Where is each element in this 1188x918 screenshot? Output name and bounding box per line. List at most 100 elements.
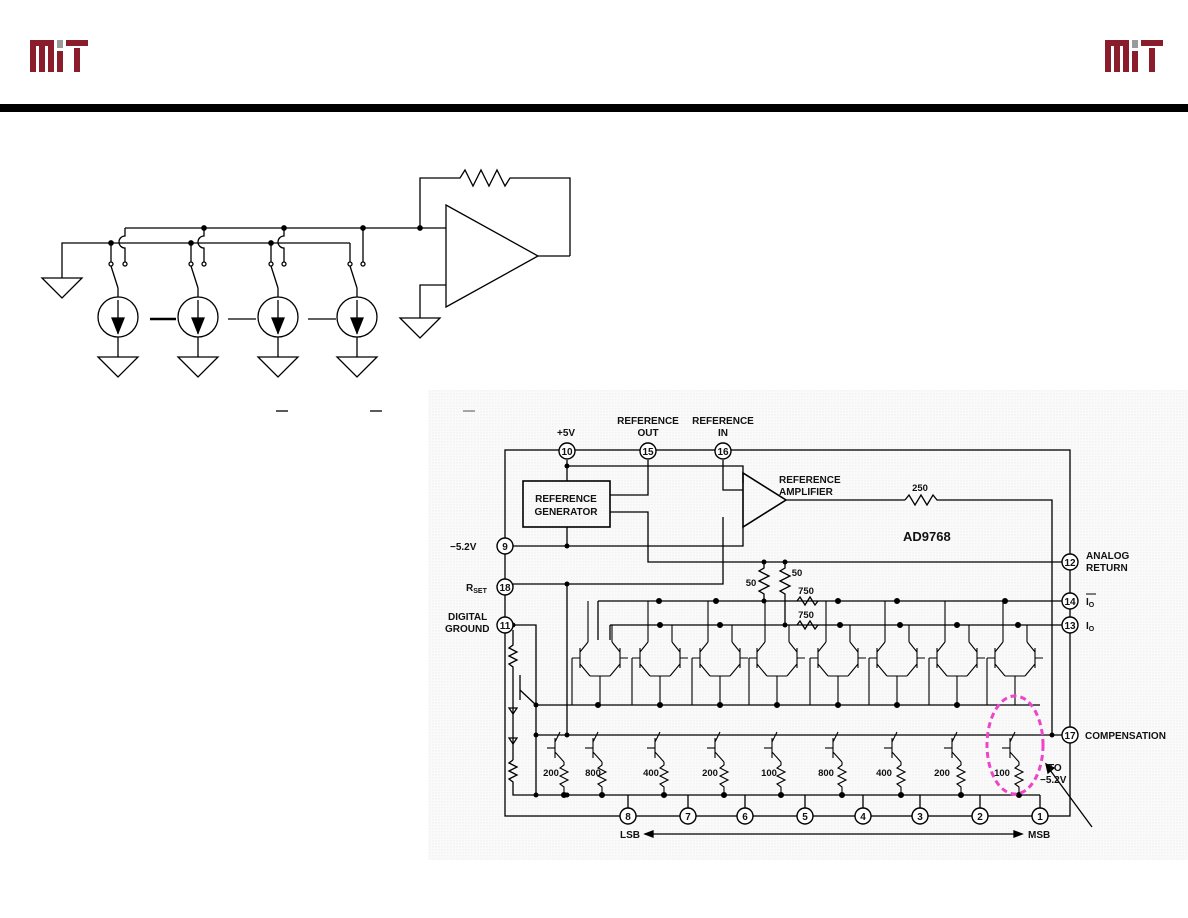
- label-io: IO: [1086, 621, 1095, 633]
- bottom-resistor-value: 800: [585, 768, 601, 779]
- current-source-6: [825, 731, 848, 795]
- bottom-resistor-value: 400: [643, 768, 659, 779]
- bottom-resistor-value: 400: [876, 768, 892, 779]
- rail-node-14: [716, 701, 724, 709]
- diff-pair-8: [986, 601, 1043, 705]
- current-source-4: [707, 731, 730, 795]
- label-ref-out-1: REFERENCE: [617, 416, 679, 427]
- res-50b: 50: [792, 568, 803, 579]
- pin-14: 14: [1064, 597, 1076, 608]
- rail-node-13: [656, 701, 664, 709]
- diff-pair-6: [868, 601, 925, 705]
- rail-node-17: [893, 701, 901, 709]
- pin-11: 11: [500, 621, 511, 632]
- header-rule: [0, 104, 1188, 112]
- current-source-6-node: [838, 791, 846, 799]
- label-ref-in-1: REFERENCE: [692, 416, 754, 427]
- res-750b: 750: [798, 610, 814, 621]
- diff-pair-4: [748, 601, 805, 705]
- current-source-4-node: [720, 791, 728, 799]
- current-source-5: [764, 731, 787, 795]
- bottom-resistor-value: 200: [543, 768, 559, 779]
- current-source-7: [884, 731, 907, 795]
- diff-pair-3: [691, 601, 748, 705]
- pin-12: 12: [1064, 558, 1076, 569]
- label-io-bar: IO: [1086, 597, 1095, 609]
- pin-16: 16: [717, 447, 729, 458]
- label-ref-gen-2: GENERATOR: [535, 507, 599, 518]
- pin-18: 18: [499, 583, 511, 594]
- pin-1: 1: [1037, 812, 1043, 823]
- current-source-2: [585, 731, 608, 795]
- rail-node-18: [953, 701, 961, 709]
- label-to-2: −5.2V: [1040, 775, 1067, 786]
- pin-13: 13: [1064, 621, 1076, 632]
- rail-node-11: [1014, 621, 1022, 629]
- label-minus52v: −5.2V: [450, 542, 477, 553]
- current-source-2-node: [598, 791, 606, 799]
- label-ref-in-2: IN: [718, 428, 728, 439]
- pin-6: 6: [742, 812, 748, 823]
- current-source-1: [547, 731, 570, 795]
- rail-node-16: [834, 701, 842, 709]
- current-source-7-node: [897, 791, 905, 799]
- rail-node-7: [716, 621, 724, 629]
- label-rset: RSET: [466, 583, 488, 595]
- label-lsb: LSB: [620, 830, 640, 841]
- res-250: 250: [912, 483, 928, 494]
- diff-pair-2: [631, 601, 688, 705]
- current-source-8: [944, 731, 967, 795]
- diff-pair-5: [809, 601, 866, 705]
- bottom-resistor-value: 100: [994, 768, 1010, 779]
- rail-node-3: [834, 597, 842, 605]
- current-source-9: [1002, 731, 1025, 795]
- label-ref-amp-1: REFERENCE: [779, 475, 841, 486]
- bottom-resistor-value: 800: [818, 768, 834, 779]
- label-plus5v: +5V: [557, 428, 575, 439]
- pin-8: 8: [625, 812, 631, 823]
- mit-logo-left: [30, 40, 88, 72]
- rail-node-8: [836, 621, 844, 629]
- bottom-resistor-value: 200: [934, 768, 950, 779]
- rail-node-5: [1001, 597, 1009, 605]
- label-to-1: TO: [1048, 763, 1062, 774]
- current-source-3: [647, 731, 670, 795]
- label-ref-gen-1: REFERENCE: [535, 494, 597, 505]
- pin-17: 17: [1064, 731, 1076, 742]
- label-msb: MSB: [1028, 830, 1050, 841]
- mit-logo-right: [1105, 40, 1163, 72]
- diff-pair-1: [571, 601, 628, 705]
- label-analog-return-2: RETURN: [1086, 563, 1128, 574]
- pin-7: 7: [685, 812, 691, 823]
- part-number: AD9768: [903, 529, 951, 544]
- label-compensation: COMPENSATION: [1085, 731, 1166, 742]
- pin-4: 4: [860, 812, 866, 823]
- pin-2: 2: [977, 812, 983, 823]
- res-50a: 50: [746, 578, 757, 589]
- current-source-3-node: [660, 791, 668, 799]
- rail-node-15: [773, 701, 781, 709]
- rail-node-1: [655, 597, 663, 605]
- rail-node-12: [594, 701, 602, 709]
- rail-node-6: [656, 621, 664, 629]
- diff-pair-7: [928, 601, 985, 705]
- res-750a: 750: [798, 586, 814, 597]
- pin-10: 10: [561, 447, 573, 458]
- rail-node-10: [953, 621, 961, 629]
- bottom-resistor-value: 200: [702, 768, 718, 779]
- label-ref-out-2: OUT: [637, 428, 658, 439]
- rail-node-4: [893, 597, 901, 605]
- rail-node-9: [896, 621, 904, 629]
- label-digital-ground-1: DIGITAL: [448, 612, 487, 623]
- pin-9: 9: [502, 542, 508, 553]
- label-ref-amp-2: AMPLIFIER: [779, 487, 834, 498]
- label-digital-ground-2: GROUND: [445, 624, 489, 635]
- pin-5: 5: [802, 812, 808, 823]
- current-source-5-node: [777, 791, 785, 799]
- pin-15: 15: [642, 447, 654, 458]
- rail-node-2: [712, 597, 720, 605]
- bottom-resistor-value: 100: [761, 768, 777, 779]
- label-analog-return-1: ANALOG: [1086, 551, 1130, 562]
